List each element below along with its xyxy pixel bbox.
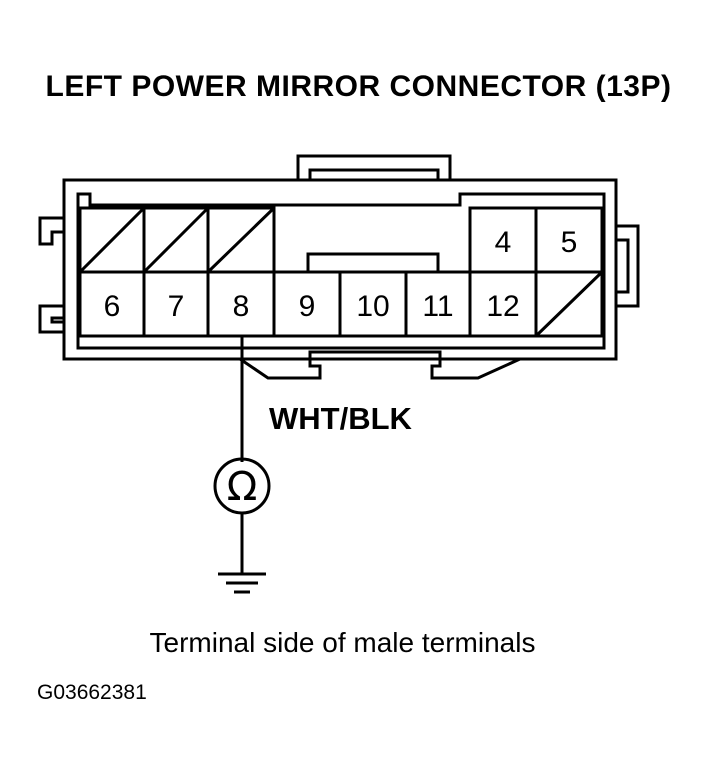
connector-center-key bbox=[306, 252, 440, 272]
pin-label-10: 10 bbox=[356, 290, 389, 323]
pin-label-7: 7 bbox=[168, 290, 185, 323]
pin-label-5: 5 bbox=[561, 226, 578, 259]
left-upper-tab bbox=[38, 216, 64, 246]
wire-color-label: WHT/BLK bbox=[269, 401, 412, 436]
left-lower-tab bbox=[38, 304, 66, 334]
pin-label-11: 11 bbox=[422, 290, 453, 323]
connector-bottom-key bbox=[239, 350, 521, 380]
diagram-caption: Terminal side of male terminals bbox=[149, 627, 536, 658]
pin-label-8: 8 bbox=[233, 290, 250, 323]
ohm-symbol: Ω bbox=[227, 464, 258, 510]
pin-label-4: 4 bbox=[495, 226, 512, 259]
pin-label-6: 6 bbox=[104, 290, 121, 323]
connector-housing bbox=[62, 178, 618, 361]
figure-id: G03662381 bbox=[37, 681, 147, 704]
right-side-tab bbox=[614, 224, 640, 308]
diagram-title: LEFT POWER MIRROR CONNECTOR (13P) bbox=[45, 70, 672, 103]
pin-label-9: 9 bbox=[299, 290, 316, 323]
pin-label-12: 12 bbox=[486, 290, 519, 323]
cavity-blank-4 bbox=[534, 270, 604, 338]
connector-inner-frame bbox=[76, 192, 606, 350]
connector-top-latch bbox=[296, 154, 452, 182]
ground-icon bbox=[218, 572, 266, 594]
